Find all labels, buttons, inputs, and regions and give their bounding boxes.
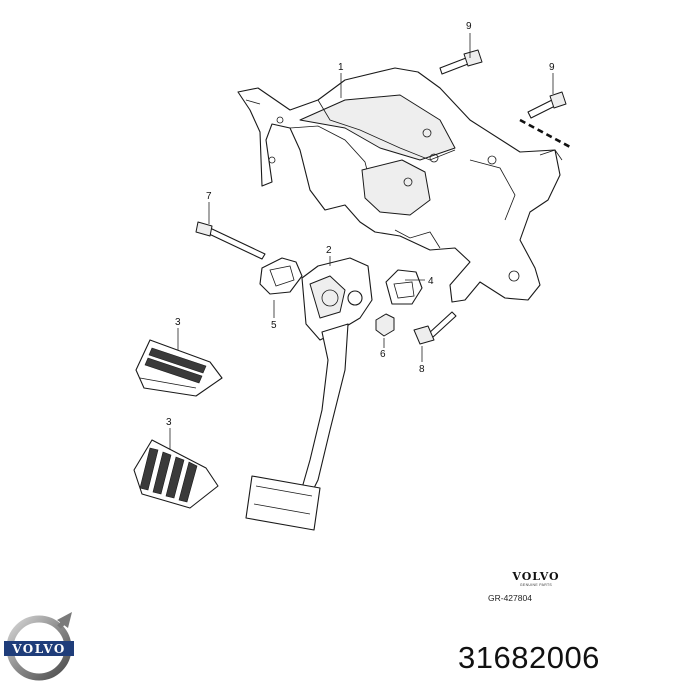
volvo-iron-mark-icon: VOLVO (4, 612, 74, 681)
pedal-bracket-part-1 (237, 67, 563, 303)
part-number: 31682006 (458, 640, 600, 675)
pedal-arm-part-2 (301, 257, 373, 493)
brand-subtitle: GENUINE PARTS (519, 583, 553, 587)
bolt-part-9-upper (439, 49, 483, 75)
dashed-bolt-path (519, 118, 573, 150)
brand-wordmark-block: VOLVO GENUINE PARTS (491, 571, 581, 588)
callout-1: 1 (338, 62, 344, 73)
bolt-part-8 (413, 311, 457, 345)
logo-wordmark: VOLVO (11, 642, 66, 656)
callout-4: 4 (428, 276, 434, 287)
callout-7: 7 (206, 191, 212, 202)
nut-part-6 (375, 313, 395, 337)
diagram-reference: GR-427804 (488, 593, 532, 603)
bolt-part-9-right (527, 91, 567, 119)
callout-6: 6 (380, 349, 386, 360)
callout-leaders (169, 33, 554, 450)
pivot-bushing-part-5 (259, 257, 303, 295)
callout-9-right: 9 (549, 62, 555, 73)
callout-8: 8 (419, 364, 425, 375)
brand-wordmark: VOLVO (512, 570, 560, 583)
volvo-logo: VOLVO (2, 608, 78, 689)
pivot-bushing-part-4 (385, 269, 423, 305)
callout-2: 2 (326, 245, 332, 256)
pedal-pad-part-3-lower (133, 439, 219, 509)
callout-9-upper: 9 (466, 21, 472, 32)
callout-3-lower: 3 (166, 417, 172, 428)
callout-5: 5 (271, 320, 277, 331)
long-bolt-part-7 (195, 221, 266, 260)
pedal-foot-plate (245, 475, 321, 531)
pedal-pad-part-3-upper (135, 339, 223, 397)
callout-3-upper: 3 (175, 317, 181, 328)
